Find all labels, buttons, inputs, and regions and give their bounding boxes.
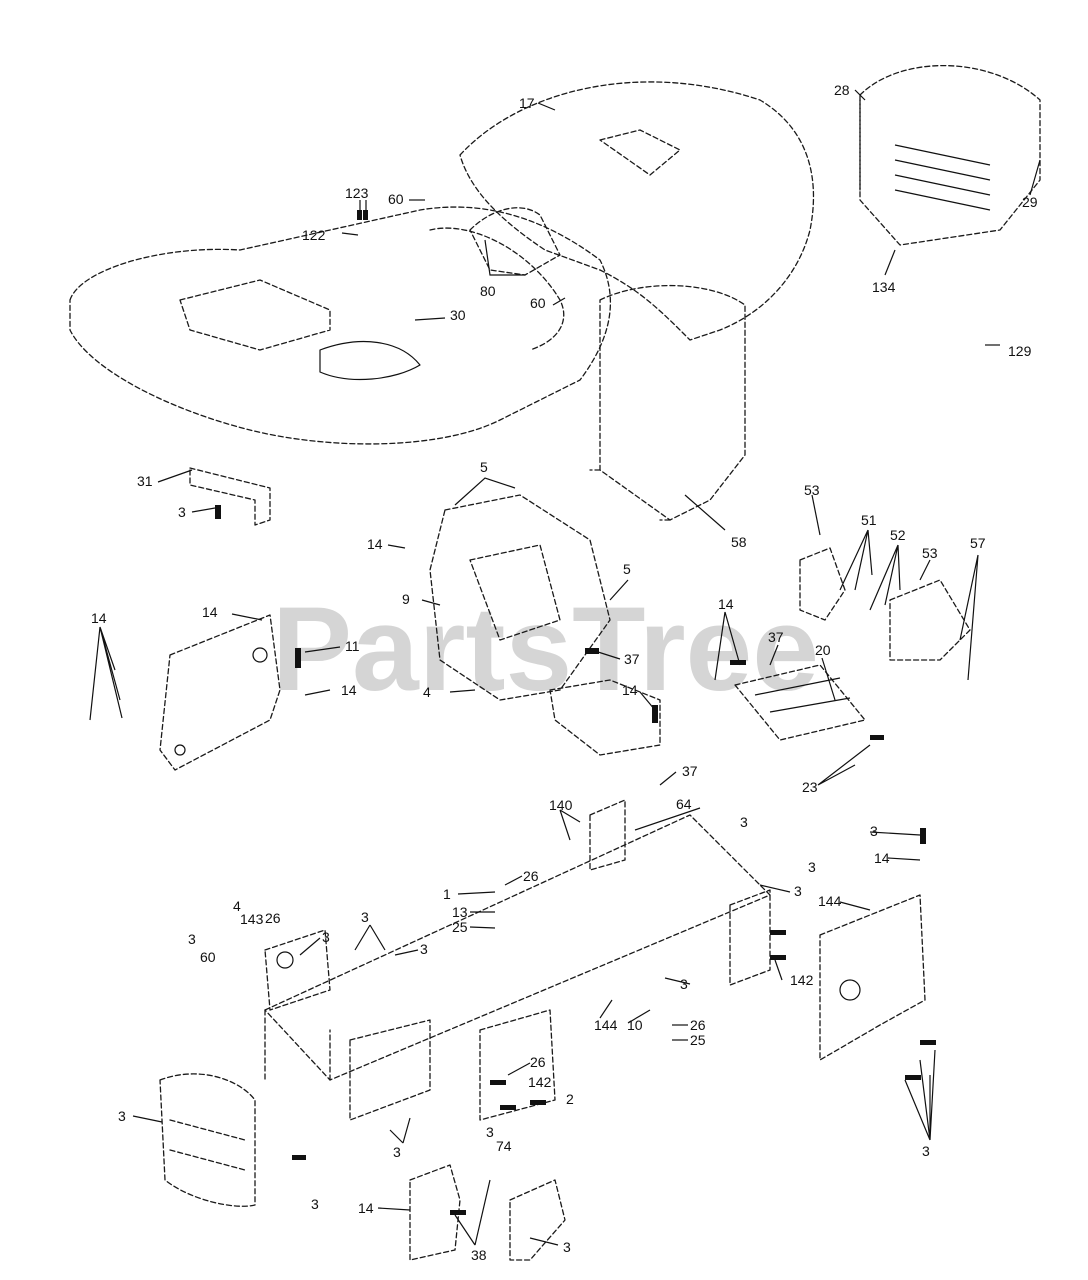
callout-38: 14 bbox=[358, 1200, 374, 1216]
callout-74: 3 bbox=[393, 1144, 401, 1160]
callout-60-top: 60 bbox=[388, 191, 404, 207]
bracket-31 bbox=[189, 467, 271, 526]
callout-4-b: 14 bbox=[874, 850, 890, 866]
side-plate-13 bbox=[819, 894, 926, 1061]
bolts bbox=[215, 210, 936, 1215]
callout-11: 14 bbox=[202, 604, 218, 620]
callout-25-a: 13 bbox=[452, 904, 468, 920]
callout-3-n: 3 bbox=[486, 1124, 494, 1140]
callout-3-i: 60 bbox=[200, 949, 216, 965]
callout-29: 29 bbox=[1022, 194, 1038, 210]
callout-9: 9 bbox=[402, 591, 410, 607]
callout-20: 37 bbox=[768, 629, 784, 645]
callout-31: 31 bbox=[137, 473, 153, 489]
callout-14-d: 14 bbox=[622, 682, 638, 698]
dash-side-11 bbox=[159, 614, 281, 771]
callout-53-top: 53 bbox=[804, 482, 820, 498]
callout-129: 129 bbox=[1008, 343, 1032, 359]
callout-122: 122 bbox=[302, 227, 326, 243]
callout-3-k: 143 bbox=[240, 911, 264, 927]
callout-3-p: 3 bbox=[311, 1196, 319, 1212]
callout-134: 134 bbox=[872, 279, 896, 295]
callout-13: 144 bbox=[818, 893, 842, 909]
callout-4: 14 bbox=[341, 682, 357, 698]
callout-3-e: 3 bbox=[808, 859, 816, 875]
callout-26-a: 1 bbox=[443, 886, 451, 902]
callout-3-d: 3 bbox=[740, 814, 748, 830]
callout-144-a: 26 bbox=[523, 868, 539, 884]
callout-23: 20 bbox=[815, 642, 831, 658]
callout-140: 64 bbox=[676, 796, 692, 812]
callout-5-top: 5 bbox=[480, 459, 488, 475]
callout-3-c: 140 bbox=[549, 797, 573, 813]
callout-39: 3 bbox=[563, 1239, 571, 1255]
callout-57: 57 bbox=[970, 535, 986, 551]
callout-5-right: 5 bbox=[623, 561, 631, 577]
callout-labels: 17 28 123 60 122 80 60 30 29 134 129 31 … bbox=[91, 82, 1038, 1263]
callout-142-b: 26 bbox=[530, 1054, 546, 1070]
leader-lines bbox=[89, 89, 1041, 1246]
callout-52: 52 bbox=[890, 527, 906, 543]
callout-3-h: 3 bbox=[188, 931, 196, 947]
callout-26-d: 25 bbox=[690, 1032, 706, 1048]
callout-37-b: 14 bbox=[718, 596, 734, 612]
callout-14-group: 14 bbox=[91, 610, 107, 626]
callout-14-b: 11 bbox=[345, 638, 360, 654]
callout-14-c: 37 bbox=[624, 651, 640, 667]
callout-58: 58 bbox=[731, 534, 747, 550]
callout-3-g: 26 bbox=[265, 910, 281, 926]
callout-60-mid: 60 bbox=[530, 295, 546, 311]
callout-3-m: 2 bbox=[566, 1091, 574, 1107]
callout-60-b: 3 bbox=[361, 909, 369, 925]
callout-2: 3 bbox=[118, 1108, 126, 1124]
callout-26-c: 10 bbox=[627, 1017, 643, 1033]
callout-80: 80 bbox=[480, 283, 496, 299]
callout-143: 3 bbox=[420, 941, 428, 957]
callout-3-q: 38 bbox=[471, 1247, 487, 1263]
callout-142-a: 3 bbox=[322, 929, 330, 945]
callout-14-a: 14 bbox=[367, 536, 383, 552]
callout-3-bracket: 3 bbox=[178, 504, 186, 520]
callout-14-e: 3 bbox=[870, 823, 878, 839]
callout-1: 3 bbox=[794, 883, 802, 899]
callout-64: 37 bbox=[682, 763, 698, 779]
callout-3-o: 74 bbox=[496, 1138, 512, 1154]
callout-10: 144 bbox=[594, 1017, 618, 1033]
axle-bracket-38 bbox=[409, 1164, 461, 1261]
callout-28: 28 bbox=[834, 82, 850, 98]
callout-144-b: 3 bbox=[680, 976, 688, 992]
front-bracket-142 bbox=[264, 929, 331, 1011]
callout-17: 17 bbox=[519, 95, 535, 111]
callout-26-b: 25 bbox=[452, 919, 468, 935]
grille bbox=[859, 64, 1041, 246]
hood bbox=[459, 81, 815, 341]
main-frame bbox=[264, 799, 771, 1121]
callout-30: 30 bbox=[450, 307, 466, 323]
callout-53: 53 bbox=[922, 545, 938, 561]
callout-3-l: 142 bbox=[528, 1074, 552, 1090]
axle-bracket-39 bbox=[509, 1179, 566, 1261]
footrest-plate-20 bbox=[734, 664, 866, 741]
callout-51: 51 bbox=[861, 512, 877, 528]
bumper-2 bbox=[159, 1073, 256, 1207]
callout-3-j: 142 bbox=[790, 972, 814, 988]
body-pan bbox=[69, 206, 612, 445]
brackets-right bbox=[799, 547, 971, 661]
callout-37-a: 4 bbox=[423, 684, 431, 700]
pedal-bracket bbox=[549, 679, 661, 756]
steering-support bbox=[429, 494, 611, 701]
dash-panel bbox=[589, 284, 746, 521]
callout-3-f: 4 bbox=[233, 898, 241, 914]
callout-14-f: 3 bbox=[922, 1143, 930, 1159]
callout-25-b: 26 bbox=[690, 1017, 706, 1033]
callout-123: 123 bbox=[345, 185, 369, 201]
callout-37-c: 23 bbox=[802, 779, 818, 795]
watermark-text: PartsTree bbox=[272, 582, 819, 716]
